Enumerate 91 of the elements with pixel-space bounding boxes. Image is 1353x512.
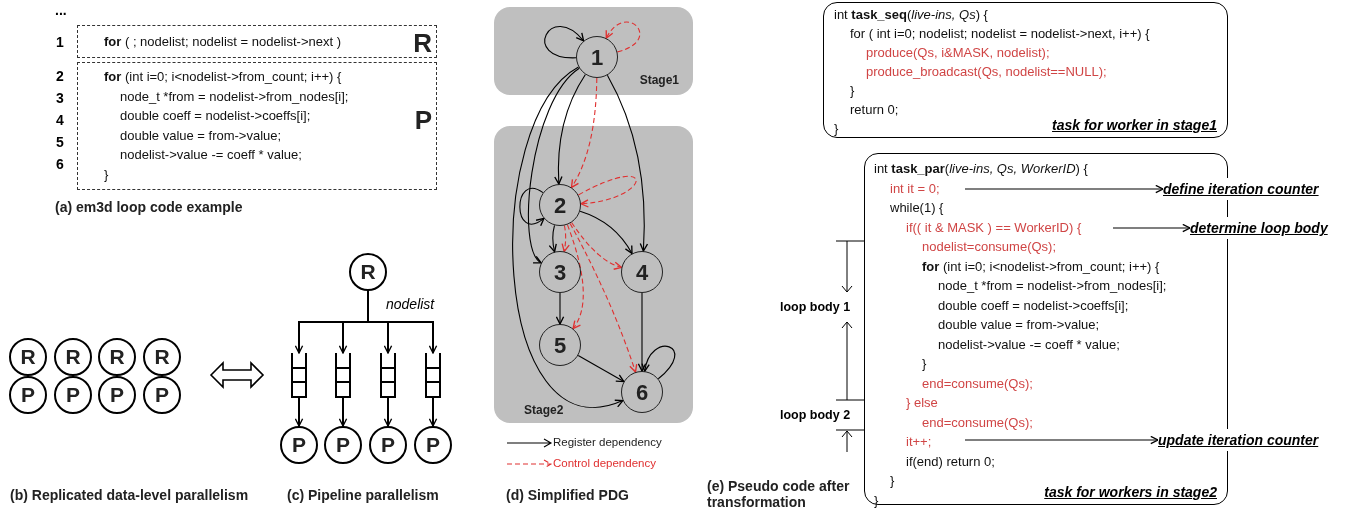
task-caption: task for workers in stage2	[1044, 483, 1217, 502]
arrow	[1112, 223, 1191, 233]
code-region-box	[77, 62, 437, 190]
arrow	[577, 354, 625, 383]
double-block-arrow	[209, 361, 265, 389]
arrow	[338, 397, 348, 427]
stage-label: Stage2	[524, 402, 564, 419]
dashed-arrow	[569, 222, 638, 373]
arrow	[642, 345, 676, 380]
code-line: while(1) {	[890, 199, 944, 217]
stage-label: Stage1	[639, 72, 679, 89]
dashed-arrow	[571, 221, 623, 270]
arrow	[367, 290, 438, 354]
line-number: ...	[55, 1, 67, 20]
arrow	[554, 73, 586, 185]
arrow	[548, 224, 558, 253]
arrow	[555, 292, 565, 325]
dashed-arrow	[605, 21, 641, 53]
code-line: }	[922, 355, 927, 373]
dashed-arrow	[577, 175, 637, 208]
queue-symbol	[291, 353, 307, 398]
arrow	[964, 435, 1159, 445]
code-line: for ( int i=0; nodelist; nodelist = nodelist->next, i++) {	[850, 25, 1150, 43]
code-line: int task_seq(live-ins, Qs) {	[834, 6, 988, 24]
arrow	[294, 397, 304, 427]
arrow	[579, 210, 633, 255]
region-letter: P	[414, 107, 432, 133]
line-number: 5	[56, 133, 64, 152]
code-line: nodelist->value -= coeff * value;	[120, 146, 302, 164]
code-line: it++;	[906, 433, 932, 451]
code-line: produce(Qs, i&MASK, nodelist);	[866, 44, 1050, 62]
code-region-box	[77, 25, 437, 58]
code-line: node_t *from = nodelist->from_nodes[i];	[120, 87, 349, 106]
code-line: }	[890, 472, 895, 490]
task-caption: task for worker in stage1	[1052, 116, 1217, 135]
queue-symbol	[335, 353, 351, 398]
code-line: for ( ; nodelist; nodelist = nodelist->next )	[104, 33, 342, 51]
code-line: }	[834, 120, 839, 138]
dimension-label: loop body 2	[780, 407, 851, 424]
code-line: produce_broadcast(Qs, nodelist==NULL);	[866, 63, 1107, 81]
code-line: for (int i=0; i<nodelist->from_count; i++) {	[922, 257, 1160, 276]
code-line: int it = 0;	[890, 179, 940, 198]
dashed-arrow	[570, 77, 598, 189]
arrow	[544, 26, 585, 59]
arrow	[606, 74, 648, 252]
code-line: double value = from->value;	[120, 126, 282, 145]
code-line: for (int i=0; i<nodelist->from_count; i++) {	[104, 68, 342, 86]
line-number: 2	[56, 67, 64, 86]
code-line: end=consume(Qs);	[922, 413, 1033, 432]
arrow	[527, 67, 580, 264]
dashed-arrow	[566, 224, 584, 330]
dimension-label: loop body 1	[780, 299, 851, 316]
code-line: return 0;	[850, 101, 899, 119]
code-line: int task_par(live-ins, Qs, WorkerID) {	[874, 160, 1088, 178]
code-line: double coeff = nodelist->coeffs[i];	[938, 296, 1129, 315]
caption: (e) Pseudo code after transformation	[707, 478, 851, 510]
arrow	[512, 66, 624, 409]
caption: (c) Pipeline parallelism	[287, 487, 439, 503]
line-number: 4	[56, 111, 64, 130]
legend-text: Control dependency	[553, 456, 656, 471]
line-number: 1	[56, 33, 64, 52]
code-line: nodelist->value -= coeff * value;	[938, 335, 1120, 354]
code-line: } else	[906, 394, 938, 412]
stage-band	[494, 7, 693, 95]
edge-label: nodelist	[384, 296, 437, 312]
legend-text: Register dependency	[553, 435, 662, 450]
line-number: 3	[56, 89, 64, 108]
code-line: if(end) return 0;	[906, 452, 995, 471]
arrow	[637, 292, 647, 372]
code-line: double value = from->value;	[938, 316, 1100, 334]
caption: (b) Replicated data-level parallelism	[10, 487, 249, 503]
region-letter: R	[413, 30, 432, 56]
line-number: 6	[56, 155, 64, 174]
code-line: end=consume(Qs);	[922, 374, 1033, 393]
code-line: double coeff = nodelist->coeffs[i];	[120, 107, 311, 125]
arrow	[964, 184, 1164, 194]
code-line: }	[874, 491, 879, 510]
code-line: nodelist=consume(Qs);	[922, 238, 1057, 256]
dashed-arrow	[561, 224, 570, 253]
arrow	[519, 187, 545, 226]
arrow	[383, 397, 393, 427]
arrow	[428, 397, 438, 427]
code-line: if(( it & MASK ) == WorkerID) {	[906, 218, 1082, 237]
code-line: node_t *from = nodelist->from_nodes[i];	[938, 277, 1167, 295]
code-box	[823, 2, 1228, 138]
queue-symbol	[380, 353, 396, 398]
code-line: }	[104, 165, 109, 184]
stage-band	[494, 126, 693, 423]
queue-symbol	[425, 353, 441, 398]
caption: (d) Simplified PDG	[506, 487, 629, 503]
code-line: }	[850, 82, 855, 100]
